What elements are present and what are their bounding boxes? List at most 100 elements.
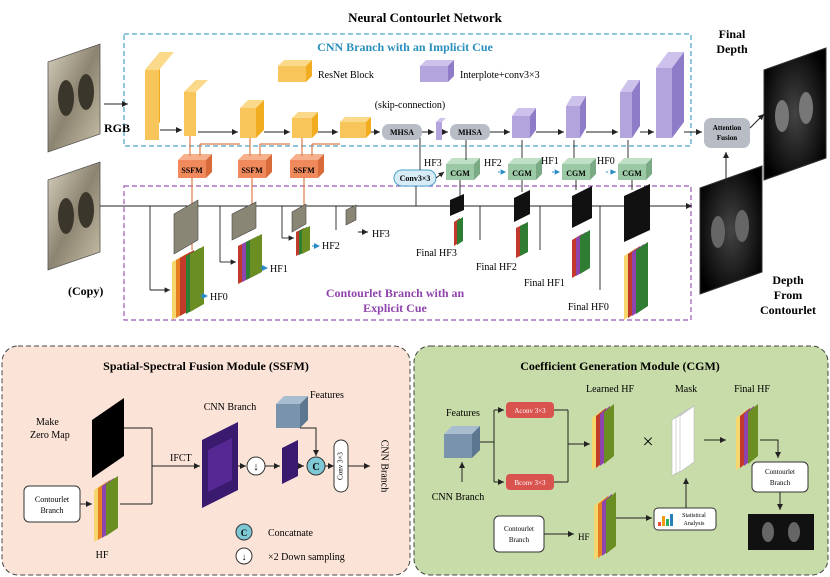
contourlet-image-level2 xyxy=(291,203,307,233)
depth-from-label-2: From xyxy=(774,288,802,302)
cgm-block-2 xyxy=(508,158,542,180)
mhsa-block-2 xyxy=(450,124,490,140)
attention-fusion-label-1: Attention xyxy=(713,124,741,132)
aconv-label: Aconv 3×3 xyxy=(514,407,546,415)
cnn-branch-box xyxy=(123,33,692,147)
stat-label-1: Statistical xyxy=(682,513,706,519)
final-hf-stack xyxy=(736,404,758,470)
legend-concat-label: Concatnate xyxy=(268,528,314,539)
hf0-top-label: HF0 xyxy=(597,156,615,167)
cgm-hf-stack xyxy=(594,492,616,560)
legend-down-circle xyxy=(235,547,253,565)
cgm-contourlet-output-label-2: Branch xyxy=(770,479,791,487)
stat-bar-icon xyxy=(658,514,673,526)
copy-image xyxy=(47,161,101,271)
diagram-title: Neural Contourlet Network xyxy=(348,10,503,25)
interp-block-2 xyxy=(566,96,586,138)
mask-stack xyxy=(671,405,695,477)
depth-from-contourlet-image xyxy=(699,165,763,295)
cgm-label-3: CGM xyxy=(566,169,586,178)
statistical-analysis-box xyxy=(653,507,717,531)
resnet-block-5 xyxy=(340,117,371,138)
cgm-block-3 xyxy=(562,158,596,180)
hf3-label: HF3 xyxy=(372,229,390,240)
legend-resnet-swatch xyxy=(278,60,312,82)
attention-fusion-label-2: Fusion xyxy=(717,134,737,142)
learned-hf-label: Learned HF xyxy=(586,384,634,395)
legend-interp-swatch xyxy=(420,60,454,82)
cgm-label-2: CGM xyxy=(512,169,532,178)
final-depth-label-2: Depth xyxy=(716,42,748,56)
zero-map xyxy=(92,398,124,478)
ssfm-contourlet-label-2: Branch xyxy=(40,506,63,515)
mask-label: Mask xyxy=(675,384,697,395)
cgm-contourlet-label-2: Branch xyxy=(509,536,530,544)
attention-fusion-block xyxy=(704,118,750,148)
ssfm-contourlet-label-1: Contourlet xyxy=(35,495,70,504)
ssfm-hf-stack xyxy=(94,476,118,542)
interp-block-4 xyxy=(656,52,684,138)
interp-thin-block xyxy=(436,118,446,140)
make-zero-label-1: Make xyxy=(36,417,59,428)
mhsa-label-1: MHSA xyxy=(390,128,414,137)
hf1-stack xyxy=(238,234,262,284)
resnet-block-3 xyxy=(240,100,264,138)
aconv-block xyxy=(506,402,554,418)
times-symbol: × xyxy=(642,431,653,453)
ssfm-label-3: SSFM xyxy=(293,166,315,175)
cgm-panel-title: Coefficient Generation Module (CGM) xyxy=(520,359,720,373)
ssfm-contourlet-box xyxy=(23,485,81,523)
hf2-label: HF2 xyxy=(322,241,340,252)
ssfm-label-1: SSFM xyxy=(181,166,203,175)
legend-concat-symbol: C xyxy=(241,528,248,538)
ssfm-block-1 xyxy=(178,154,212,178)
final-hf3-label: Final HF3 xyxy=(416,248,457,259)
ssfm-panel-title: Spatial-Spectral Fusion Module (SSFM) xyxy=(103,359,309,373)
mhsa-label-2: MHSA xyxy=(458,128,482,137)
legend-down-label: ×2 Down sampling xyxy=(268,552,345,563)
hf0-label: HF0 xyxy=(210,292,228,303)
cgm-hf-label: HF xyxy=(578,532,590,542)
rgb-label: RGB xyxy=(104,121,130,135)
ssfm-conv-label: Conv 3×3 xyxy=(337,452,345,480)
contourlet-image-level3 xyxy=(345,204,357,226)
final-hf1-stack xyxy=(572,230,590,278)
ssfm-features-cube xyxy=(276,396,308,428)
cgm-contourlet-box xyxy=(493,515,545,553)
hf1-top-label: HF1 xyxy=(541,156,559,167)
skip-connection-label: (skip-connection) xyxy=(375,100,446,111)
cgm-label-4: CGM xyxy=(622,169,642,178)
final-depth-label-1: Final xyxy=(719,27,746,41)
resnet-block-1 xyxy=(145,52,174,140)
contourlet-image-level1 xyxy=(231,201,257,241)
ssfm-features-label: Features xyxy=(310,390,344,401)
legend-interp-label: Interplote+conv3×3 xyxy=(460,70,540,81)
final-hf3-stack xyxy=(454,217,463,246)
hf0-stack xyxy=(172,246,204,320)
cgm-block-4 xyxy=(618,158,652,180)
cgm-contourlet-output-label-1: Contourlet xyxy=(765,468,795,476)
contourlet-title-line1: Contourlet Branch with an xyxy=(326,286,465,300)
depth-from-label-1: Depth xyxy=(772,273,804,287)
legend-resnet-label: ResNet Block xyxy=(318,70,374,81)
downsampled-map xyxy=(282,440,298,484)
resnet-block-4 xyxy=(292,112,318,138)
ifct-label: IFCT xyxy=(170,453,192,464)
learned-hf-stack xyxy=(592,404,614,470)
depth-from-label-3: Contourlet xyxy=(760,303,816,317)
final-depth-image xyxy=(763,47,827,181)
legend-concat-circle xyxy=(235,523,253,541)
ssfm-label-2: SSFM xyxy=(241,166,263,175)
contourlet-title-line2: Explicit Cue xyxy=(363,301,427,315)
final-hf2-image xyxy=(514,190,530,222)
final-hf0-image xyxy=(624,184,650,242)
final-hf1-image xyxy=(572,186,592,228)
cgm-block-1 xyxy=(446,158,480,180)
rgb-image xyxy=(47,43,101,153)
hf2-stack xyxy=(296,226,310,256)
cgm-contourlet-output-box xyxy=(751,461,809,493)
final-hf-label: Final HF xyxy=(734,384,770,395)
hf3-top-label: HF3 xyxy=(424,158,442,169)
cgm-features-label: Features xyxy=(446,408,480,419)
